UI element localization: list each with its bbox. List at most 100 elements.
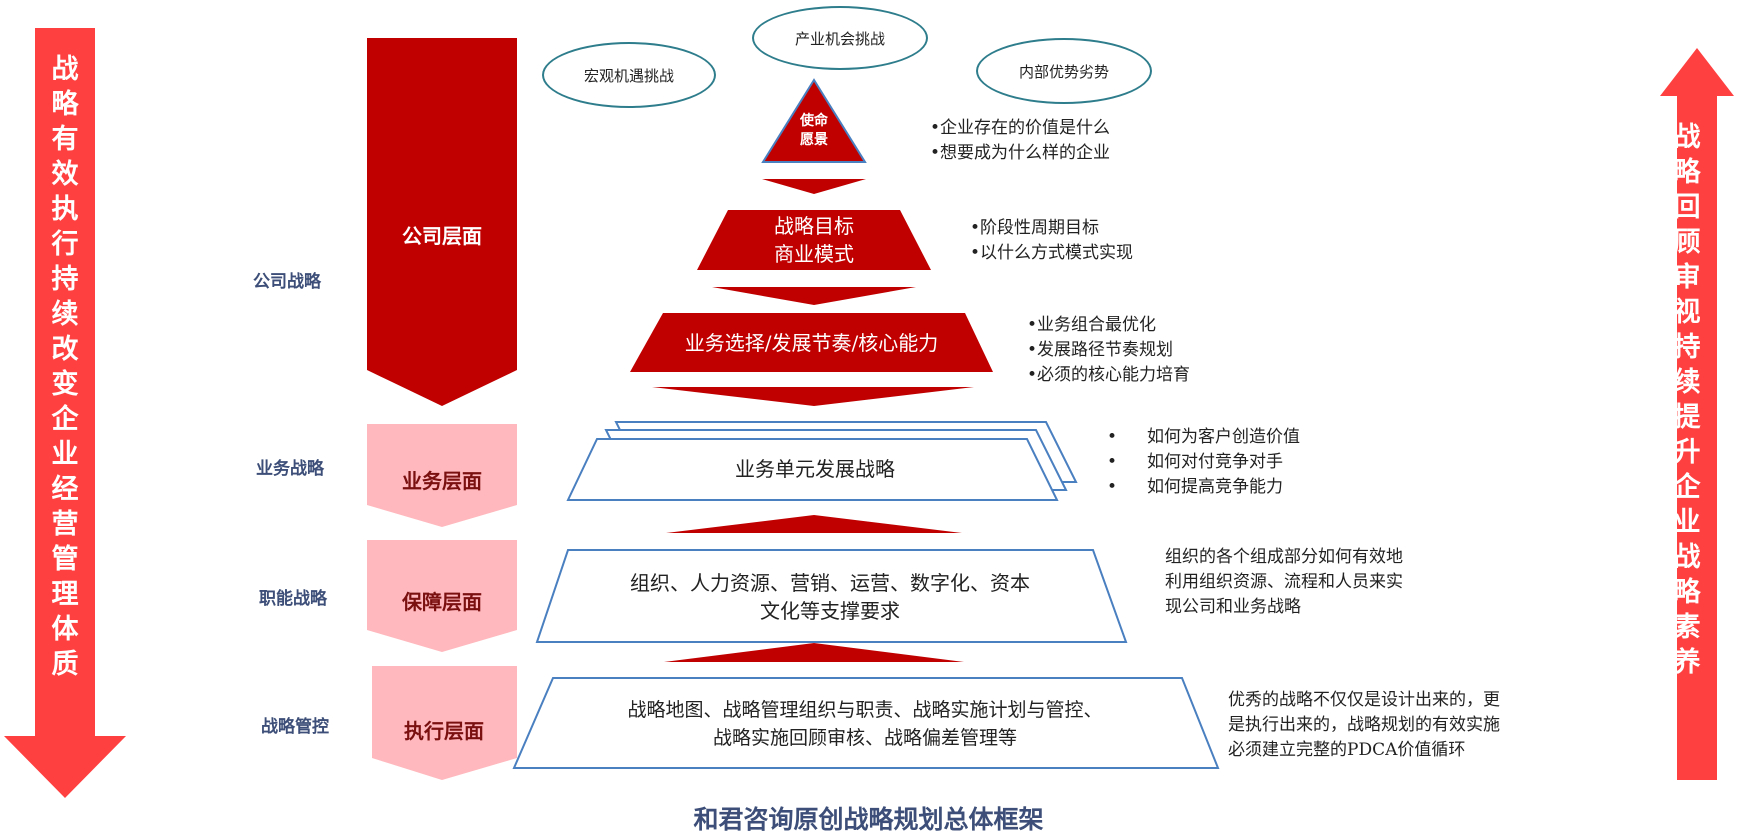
- right-arrow-char: 战: [1673, 122, 1701, 153]
- block-label-support: 保障层面: [402, 590, 482, 614]
- support-level-block: [367, 540, 517, 652]
- right-arrow-char: 业: [1673, 507, 1701, 538]
- note-control-2: 是执行出来的，战略规划的有效实施: [1228, 715, 1500, 735]
- block-label-execution: 执行层面: [404, 719, 484, 743]
- right-arrow-char: 回: [1673, 192, 1701, 223]
- tier1-line-1: 战略目标: [774, 214, 854, 238]
- left-arrow-char: 持: [51, 264, 79, 295]
- note-function-3: 现公司和业务战略: [1165, 597, 1301, 617]
- left-arrow-char: 理: [51, 579, 79, 610]
- note-control-3: 必须建立完整的PDCA价值循环: [1228, 740, 1466, 760]
- right-arrow-char: 审: [1673, 262, 1701, 293]
- left-arrow-char: 经: [51, 474, 79, 505]
- left-arrow-char: 体: [51, 614, 79, 645]
- note-business: •业务组合最优化 •发展路径节奏规划 •必须的核心能力培育: [1027, 313, 1190, 388]
- pyramid: [512, 78, 1220, 769]
- right-arrow-char: 升: [1673, 437, 1701, 468]
- left-arrow-char: 变: [51, 369, 79, 400]
- side-label-company: 公司战略: [253, 272, 321, 292]
- note-goals-2: •以什么方式模式实现: [970, 243, 1134, 263]
- note-function: 组织的各个组成部分如何有效地 利用组织资源、流程和人员来实 现公司和业务战略: [1165, 545, 1403, 620]
- note-goals-1: •阶段性周期目标: [970, 218, 1100, 238]
- bullet-2: •: [1107, 452, 1118, 472]
- business-level-block: [367, 424, 517, 527]
- tier4-line-1: 组织、人力资源、营销、运营、数字化、资本: [630, 571, 1030, 595]
- tier1-line-2: 商业模式: [774, 242, 854, 266]
- tier2-text: 业务选择/发展节奏/核心能力: [684, 330, 939, 355]
- note-business-1: •业务组合最优化: [1027, 315, 1157, 335]
- right-arrow-char: 顾: [1673, 227, 1701, 258]
- left-arrow-char: 质: [51, 649, 79, 680]
- oval-macro: 宏观机遇挑战: [542, 42, 716, 108]
- note-goals: •阶段性周期目标 •以什么方式模式实现: [970, 216, 1133, 266]
- up-chevron-1: [666, 515, 962, 533]
- left-arrow-char: 改: [51, 334, 79, 365]
- left-arrow-char: 业: [51, 439, 79, 470]
- right-arrow-char: 持: [1673, 332, 1701, 363]
- note-unit-row-1: • 如何为客户创造价值: [1107, 425, 1300, 450]
- chevron-1: [762, 179, 866, 194]
- chevron-2: [712, 287, 916, 305]
- tier5-text: 战略地图、战略管理组织与职责、战略实施计划与管控、 战略实施回顾审核、战略偏差管…: [540, 686, 1190, 762]
- tier4-trapezoid: [535, 549, 1128, 643]
- right-arrow-char: 提: [1673, 402, 1701, 433]
- left-arrow-char: 企: [51, 404, 79, 435]
- left-arrow-char: 略: [51, 89, 79, 120]
- right-arrow-char: 略: [1673, 157, 1701, 188]
- note-business-2: •发展路径节奏规划: [1027, 340, 1174, 360]
- side-label-function: 职能战略: [259, 589, 327, 609]
- block-label-business: 业务层面: [402, 469, 482, 493]
- right-arrow-char: 养: [1673, 647, 1701, 678]
- bullet-3: •: [1107, 477, 1118, 497]
- tier3-text: 业务单元发展战略: [735, 457, 895, 481]
- left-arrow-char: 续: [51, 299, 79, 330]
- right-arrow-char: 视: [1673, 297, 1701, 328]
- apex-line-2: 愿景: [800, 132, 828, 148]
- note-unit-row-3: •如何提高竞争能力: [1107, 475, 1300, 500]
- note-unit-1: 如何为客户创造价值: [1147, 427, 1300, 447]
- oval-industry: 产业机会挑战: [752, 6, 928, 70]
- right-arrow-char: 企: [1673, 472, 1701, 503]
- block-label-company: 公司层面: [402, 224, 482, 248]
- note-unit-2: 如何对付竞争对手: [1147, 452, 1283, 472]
- diagram-caption: 和君咨询原创战略规划总体框架: [693, 805, 1044, 834]
- right-arrow-char: 战: [1673, 542, 1701, 573]
- chevron-3: [652, 387, 974, 406]
- side-label-business: 业务战略: [256, 459, 324, 479]
- note-mission-1: •企业存在的价值是什么: [930, 118, 1111, 138]
- tier1-trapezoid: [697, 210, 931, 270]
- tier5-line-2: 战略实施回顾审核、战略偏差管理等: [712, 727, 1017, 749]
- apex-triangle: [761, 78, 867, 163]
- apex-line-1: 使命: [800, 113, 828, 129]
- note-unit-row-2: • 如何对付竞争对手: [1107, 450, 1300, 475]
- left-arrow-char: 管: [51, 544, 79, 575]
- note-mission: •企业存在的价值是什么 •想要成为什么样的企业: [930, 116, 1110, 166]
- right-arrow-text: 战略回顾审视持续提升企业战略素养: [1658, 120, 1716, 680]
- company-level-block: [367, 38, 517, 406]
- note-unit: • 如何为客户创造价值 • 如何对付竞争对手 •如何提高竞争能力: [1107, 425, 1300, 500]
- note-mission-2: •想要成为什么样的企业: [930, 143, 1111, 163]
- oval-internal: 内部优势劣势: [976, 38, 1152, 104]
- note-function-1: 组织的各个组成部分如何有效地: [1165, 547, 1403, 567]
- tier2-trapezoid: [630, 313, 993, 372]
- note-control-1: 优秀的战略不仅仅是设计出来的，更: [1228, 690, 1500, 710]
- left-down-arrow: [4, 28, 126, 798]
- tier3-front: [566, 438, 1059, 501]
- tier5-line-1: 战略地图、战略管理组织与职责、战略实施计划与管控、: [627, 699, 1103, 721]
- left-arrow-char: 战: [51, 54, 79, 85]
- bullet-1: •: [1107, 427, 1118, 447]
- tier4-line-2: 文化等支撑要求: [760, 599, 900, 623]
- apex-text: 使命 愿景: [784, 108, 844, 154]
- tier1-text: 战略目标 商业模式: [697, 210, 931, 270]
- note-business-3: •必须的核心能力培育: [1027, 365, 1191, 385]
- tier4-text: 组织、人力资源、营销、运营、数字化、资本 文化等支撑要求: [550, 558, 1110, 636]
- right-arrow-char: 略: [1673, 577, 1701, 608]
- left-arrow-char: 执: [51, 194, 79, 225]
- right-arrow-char: 续: [1673, 367, 1701, 398]
- note-control: 优秀的战略不仅仅是设计出来的，更 是执行出来的，战略规划的有效实施 必须建立完整…: [1228, 688, 1500, 763]
- note-function-2: 利用组织资源、流程和人员来实: [1165, 572, 1403, 592]
- up-chevron-2: [664, 643, 964, 662]
- left-arrow-char: 有: [51, 124, 79, 155]
- execution-level-block: [372, 666, 517, 780]
- left-arrow-char: 营: [51, 509, 79, 540]
